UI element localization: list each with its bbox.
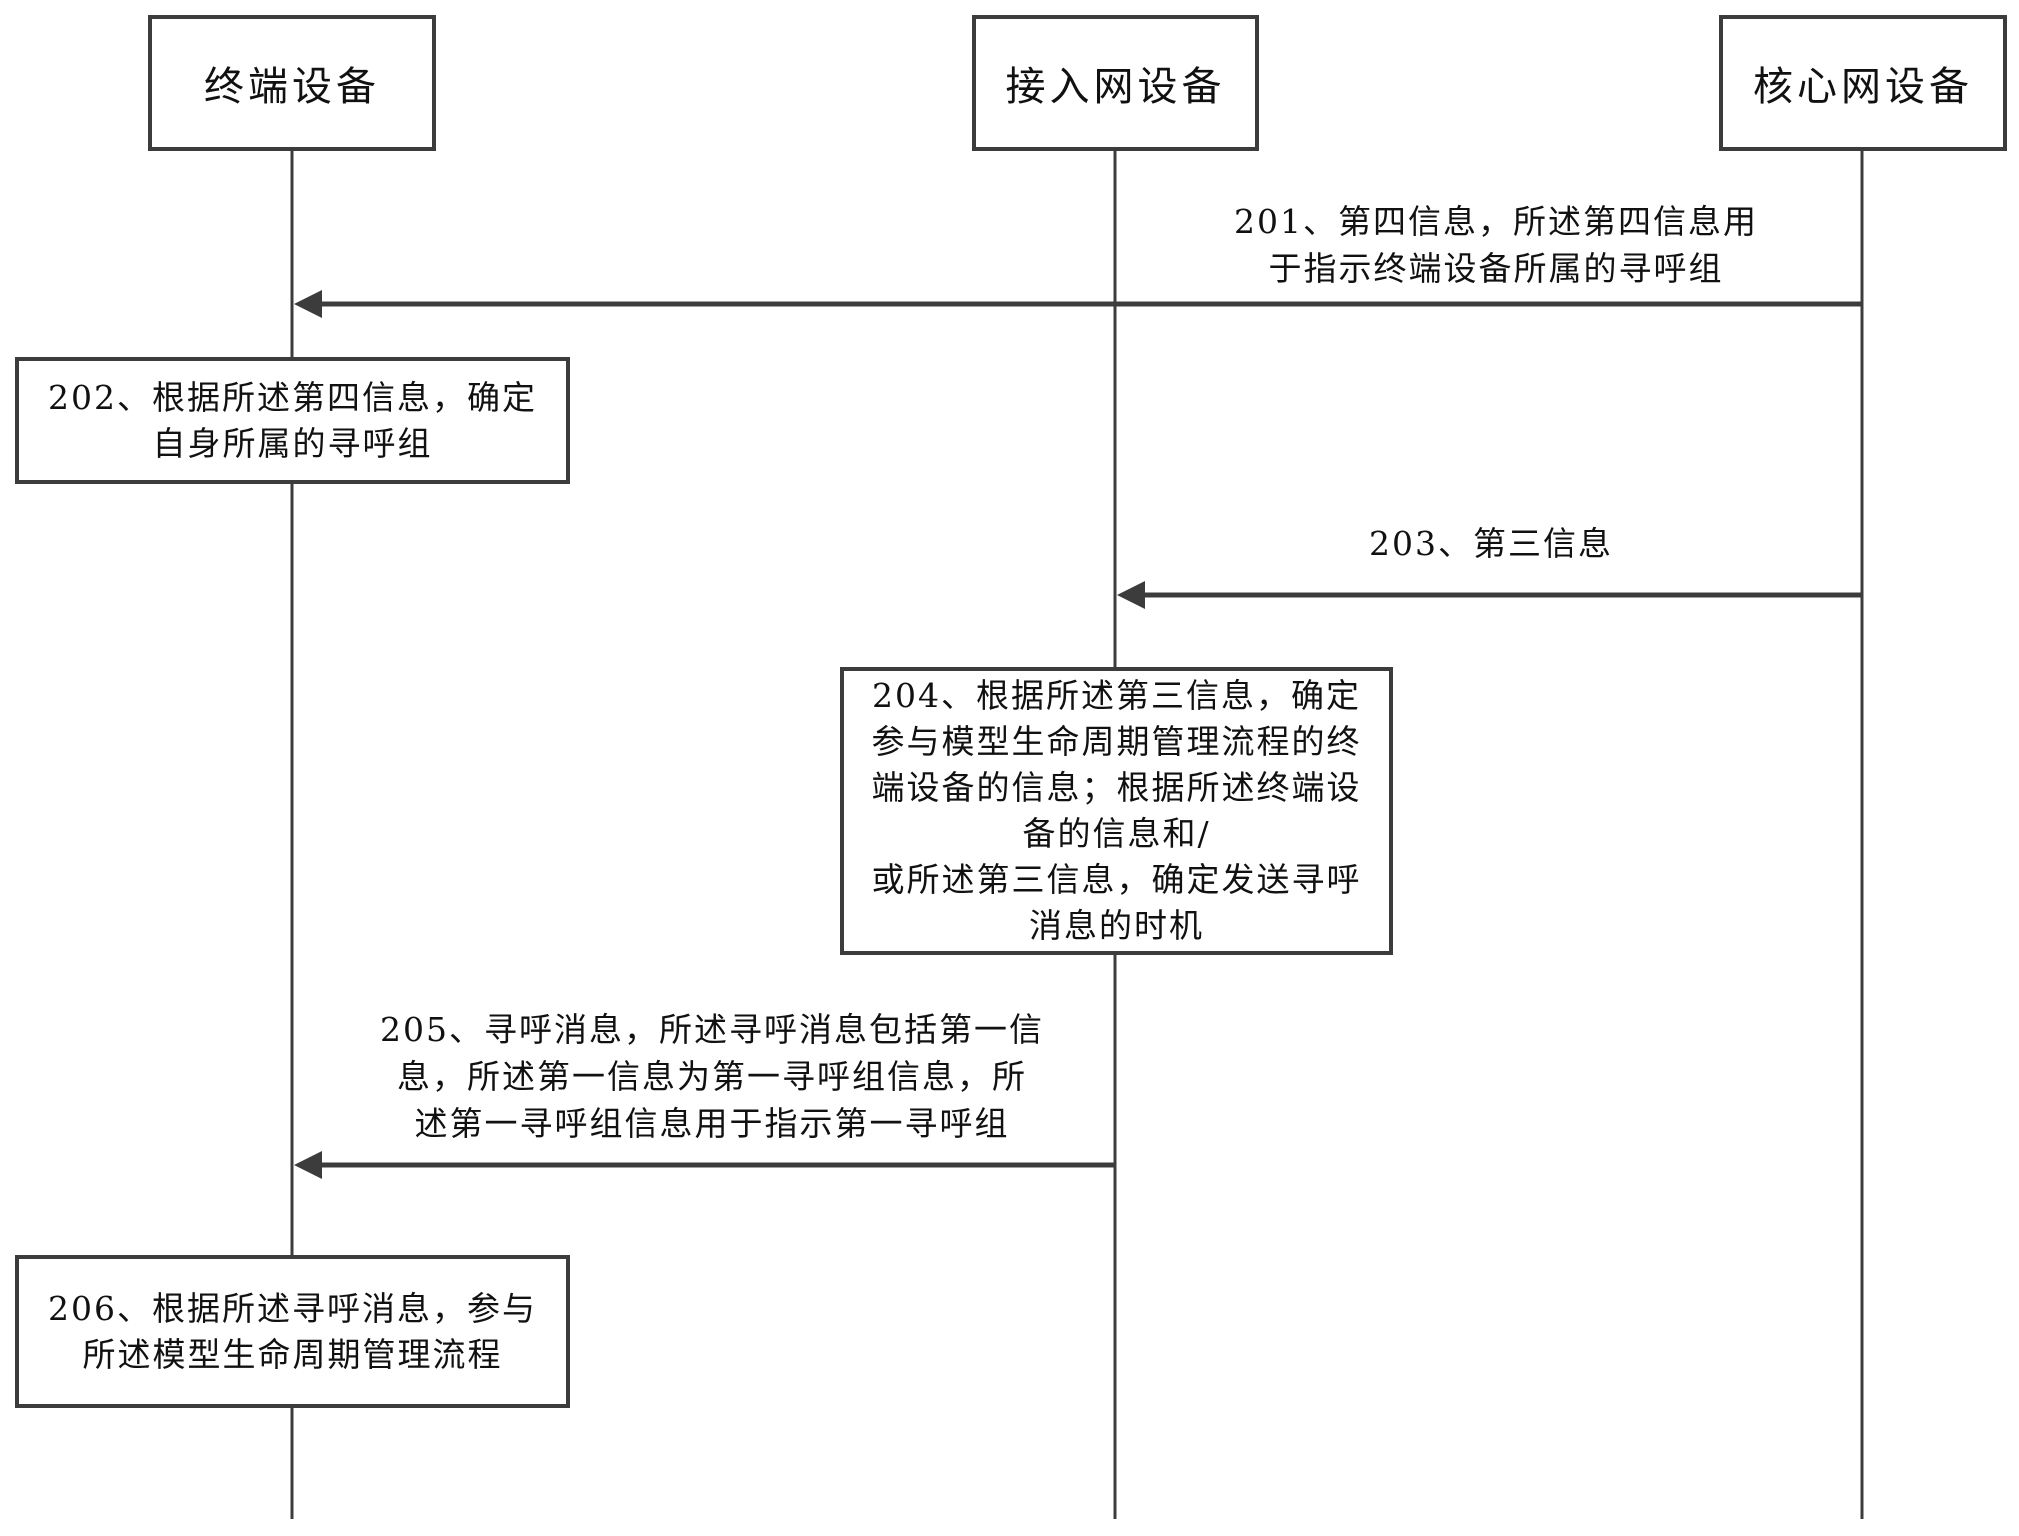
message-205-label: 205、寻呼消息，所述寻呼消息包括第一信 息，所述第一信息为第一寻呼组信息，所 … <box>380 1006 1044 1147</box>
step-line: 204、根据所述第三信息，确定 <box>872 676 1361 715</box>
participant-label: 终端设备 <box>204 64 380 110</box>
step-line: 所述模型生命周期管理流程 <box>82 1334 503 1374</box>
label-line: 息，所述第一信息为第一寻呼组信息，所 <box>397 1057 1027 1096</box>
label-line: 述第一寻呼组信息用于指示第一寻呼组 <box>414 1104 1010 1143</box>
step-206-box: 206、根据所述寻呼消息，参与 所述模型生命周期管理流程 <box>15 1255 570 1408</box>
step-204-box: 204、根据所述第三信息，确定 参与模型生命周期管理流程的终 端设备的信息；根据… <box>840 667 1393 955</box>
step-line: 参与模型生命周期管理流程的终 <box>871 722 1362 761</box>
arrow-203 <box>1117 581 1862 609</box>
step-line: 或所述第三信息，确定发送寻呼 <box>871 860 1362 899</box>
step-202-box: 202、根据所述第四信息，确定 自身所属的寻呼组 <box>15 357 570 484</box>
arrow-201 <box>294 290 1862 318</box>
participant-terminal-device: 终端设备 <box>148 15 436 151</box>
step-line: 206、根据所述寻呼消息，参与 <box>48 1288 537 1328</box>
label-line: 于指示终端设备所属的寻呼组 <box>1268 249 1724 288</box>
participant-core-network-device: 核心网设备 <box>1719 15 2007 151</box>
step-line: 自身所属的寻呼组 <box>152 423 433 463</box>
participant-label: 核心网设备 <box>1753 64 1973 110</box>
participant-access-network-device: 接入网设备 <box>972 15 1259 151</box>
message-203-label: 203、第三信息 <box>1369 520 1613 567</box>
participant-label: 接入网设备 <box>1005 64 1226 110</box>
message-201-label: 201、第四信息，所述第四信息用 于指示终端设备所属的寻呼组 <box>1234 198 1758 292</box>
step-line: 消息的时机 <box>1029 906 1204 945</box>
label-line: 203、第三信息 <box>1369 524 1613 563</box>
step-line: 端设备的信息；根据所述终端设 <box>871 768 1362 807</box>
step-line: 备的信息和/ <box>1022 814 1211 853</box>
label-line: 205、寻呼消息，所述寻呼消息包括第一信 <box>380 1010 1044 1049</box>
arrow-205 <box>294 1151 1115 1179</box>
label-line: 201、第四信息，所述第四信息用 <box>1234 202 1758 241</box>
step-line: 202、根据所述第四信息，确定 <box>48 377 537 417</box>
